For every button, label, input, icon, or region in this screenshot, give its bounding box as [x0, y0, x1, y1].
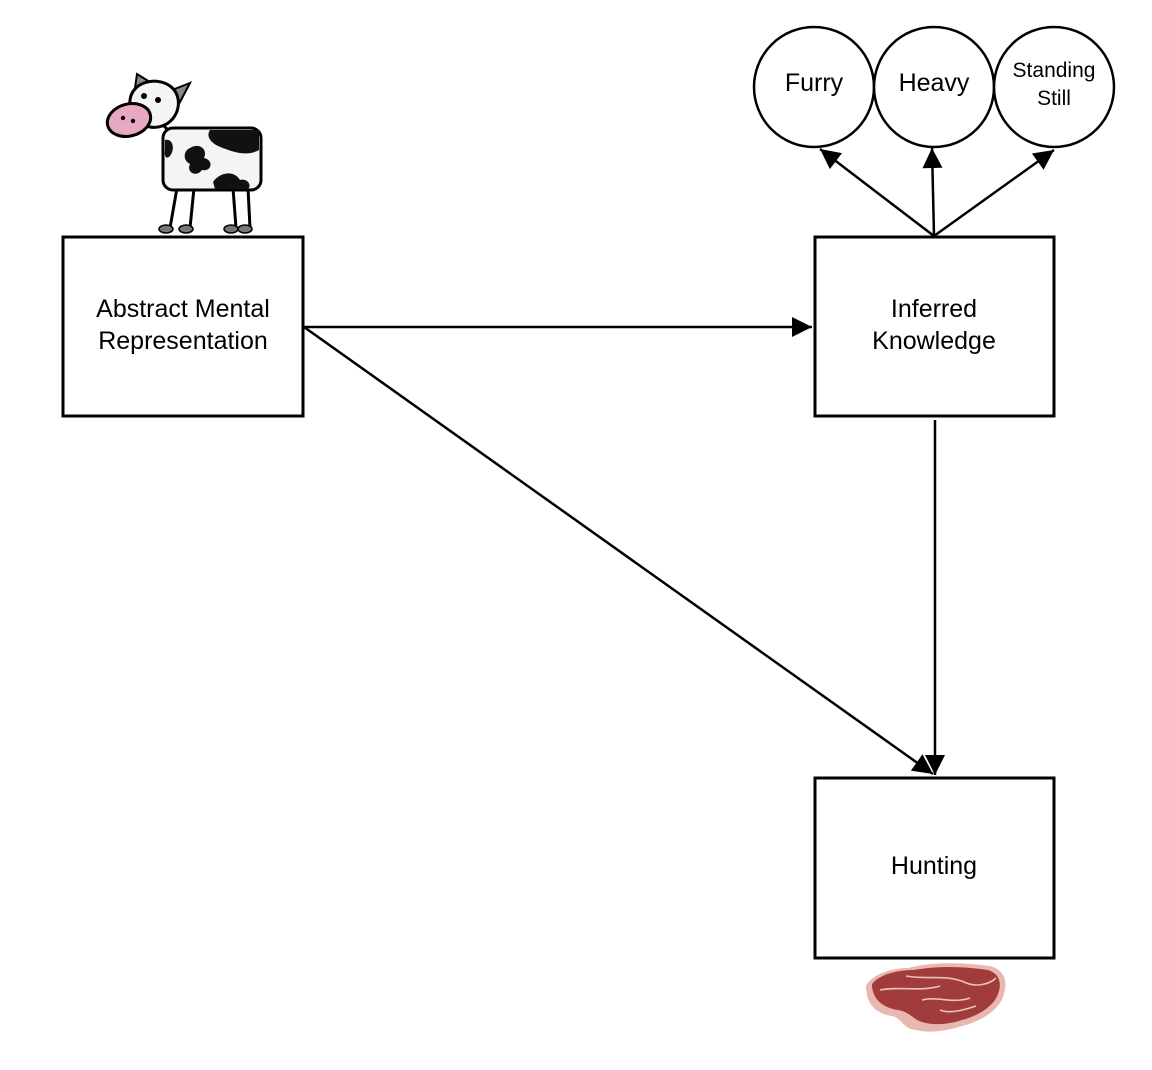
- property-furry[interactable]: Furry: [752, 25, 876, 149]
- cow-spots: [164, 130, 259, 189]
- property-label: Heavy: [899, 69, 970, 97]
- edges: [303, 147, 1055, 776]
- steak-marbling: [879, 975, 997, 1013]
- cow-eye-right: [155, 97, 161, 103]
- node-box: [61, 235, 305, 418]
- steak-illustration: [866, 963, 1006, 1032]
- steak-meat: [872, 967, 1000, 1025]
- property-label-line: Standing: [1013, 59, 1096, 82]
- cow-illustration: [105, 72, 263, 234]
- edge-inferred-to-standing-still: [933, 148, 1055, 238]
- property-label: Furry: [785, 69, 844, 97]
- node-label-line: Inferred: [891, 295, 977, 323]
- cow-hooves: [158, 224, 253, 234]
- cow-nostril-right: [130, 118, 136, 124]
- node-label-line: Representation: [98, 327, 268, 355]
- edge-inferred-to-furry: [819, 148, 935, 237]
- cow-nostril-left: [120, 115, 126, 121]
- node-inferred-knowledge[interactable]: Inferred Knowledge: [813, 235, 1056, 418]
- cow-legs: [168, 187, 252, 229]
- property-circle: [992, 25, 1116, 149]
- cow-nose: [105, 102, 153, 138]
- node-label-line: Knowledge: [872, 327, 996, 355]
- edge-abstract-to-hunting: [303, 325, 934, 776]
- node-box: [813, 776, 1056, 960]
- node-hunting[interactable]: Hunting: [813, 776, 1056, 960]
- property-label-line: Still: [1037, 87, 1071, 110]
- node-box: [813, 235, 1056, 418]
- property-standing-still[interactable]: Standing Still: [992, 25, 1116, 149]
- node-abstract-mental-representation[interactable]: Abstract Mental Representation: [61, 235, 305, 418]
- node-label-line: Abstract Mental: [96, 295, 270, 323]
- edge-inferred-to-heavy: [922, 147, 943, 237]
- node-label-line: Hunting: [891, 852, 977, 880]
- property-heavy[interactable]: Heavy: [872, 25, 996, 149]
- cow-eye-left: [141, 93, 147, 99]
